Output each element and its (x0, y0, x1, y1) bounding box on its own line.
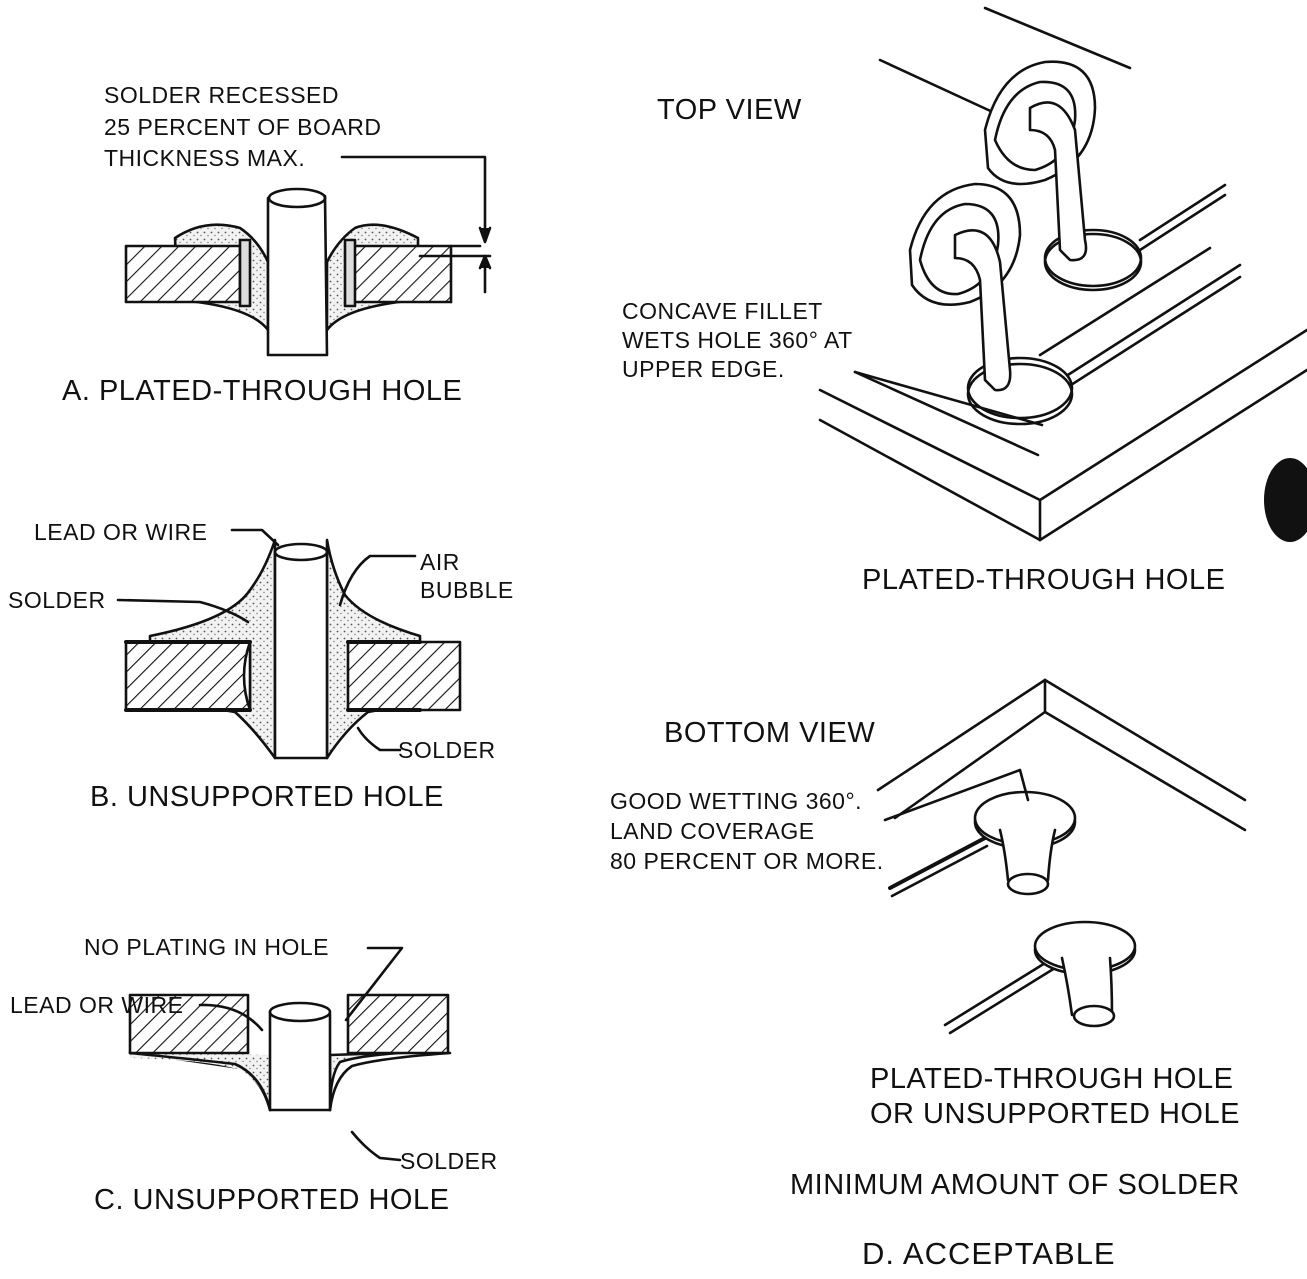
callout-leader-a (340, 155, 487, 242)
label-lead-b: LEAD OR WIRE (34, 519, 208, 545)
panel-c-figure (128, 946, 452, 1162)
wetting-note-line3: 80 PERCENT OR MORE. (610, 848, 884, 874)
panel-a-figure (124, 155, 492, 357)
label-solder-c: SOLDER (400, 1148, 498, 1174)
lead-a (266, 188, 329, 357)
caption-top-view: PLATED-THROUGH HOLE (862, 564, 1226, 596)
leader-fillet (853, 370, 1040, 457)
callout-a-line3: THICKNESS MAX. (104, 145, 306, 171)
board-left-a (124, 244, 242, 304)
leader-lead-b (230, 528, 280, 547)
fillet-note-line1: CONCAVE FILLET (622, 298, 823, 324)
label-solder-right-b: SOLDER (398, 737, 496, 763)
fillet-note-line2: WETS HOLE 360° AT (622, 327, 853, 353)
leader-air-bubble-b (338, 554, 417, 607)
leader-solder-c (350, 1130, 402, 1162)
leader-wetting (883, 768, 1030, 822)
punch-hole-mark (1264, 458, 1307, 542)
label-solder-left-b: SOLDER (8, 587, 106, 613)
fillet-note-line3: UPPER EDGE. (622, 356, 785, 382)
board-right-a (351, 244, 453, 304)
section-caption: MINIMUM AMOUNT OF SOLDER (790, 1169, 1240, 1201)
label-air-bubble-line2: BUBBLE (420, 577, 514, 603)
panel-d-bottom-figure (876, 678, 1247, 1035)
wetting-note-line2: LAND COVERAGE (610, 818, 815, 844)
lead-b (273, 544, 329, 760)
verdict-label: D. ACCEPTABLE (862, 1236, 1116, 1271)
leader-lead-c (198, 1003, 264, 1032)
panel-b-figure (116, 528, 462, 760)
board-right-c (346, 993, 450, 1055)
wetting-note-line1: GOOD WETTING 360°. (610, 788, 863, 814)
label-top-view: TOP VIEW (657, 94, 802, 126)
caption-bottom-line2: OR UNSUPPORTED HOLE (870, 1098, 1240, 1130)
board-left-c (128, 993, 250, 1055)
label-bottom-view: BOTTOM VIEW (664, 717, 876, 749)
leader-solder-right-b (356, 726, 402, 752)
label-no-plating-c: NO PLATING IN HOLE (84, 934, 330, 960)
caption-panel-a: A. PLATED-THROUGH HOLE (62, 375, 463, 407)
board-left-b (124, 640, 252, 712)
leader-no-plating-c (344, 946, 404, 1022)
callout-a-line2: 25 PERCENT OF BOARD (104, 114, 382, 140)
leader-solder-left-b (116, 598, 250, 624)
board-right-b (346, 640, 462, 712)
panel-d-top-figure (818, 6, 1307, 542)
label-lead-c: LEAD OR WIRE (10, 992, 184, 1018)
caption-panel-c: C. UNSUPPORTED HOLE (94, 1184, 450, 1216)
caption-bottom-line1: PLATED-THROUGH HOLE (870, 1063, 1234, 1095)
callout-a-line1: SOLDER RECESSED (104, 82, 340, 108)
caption-panel-b: B. UNSUPPORTED HOLE (90, 781, 444, 813)
label-air-bubble-line1: AIR (420, 549, 460, 575)
